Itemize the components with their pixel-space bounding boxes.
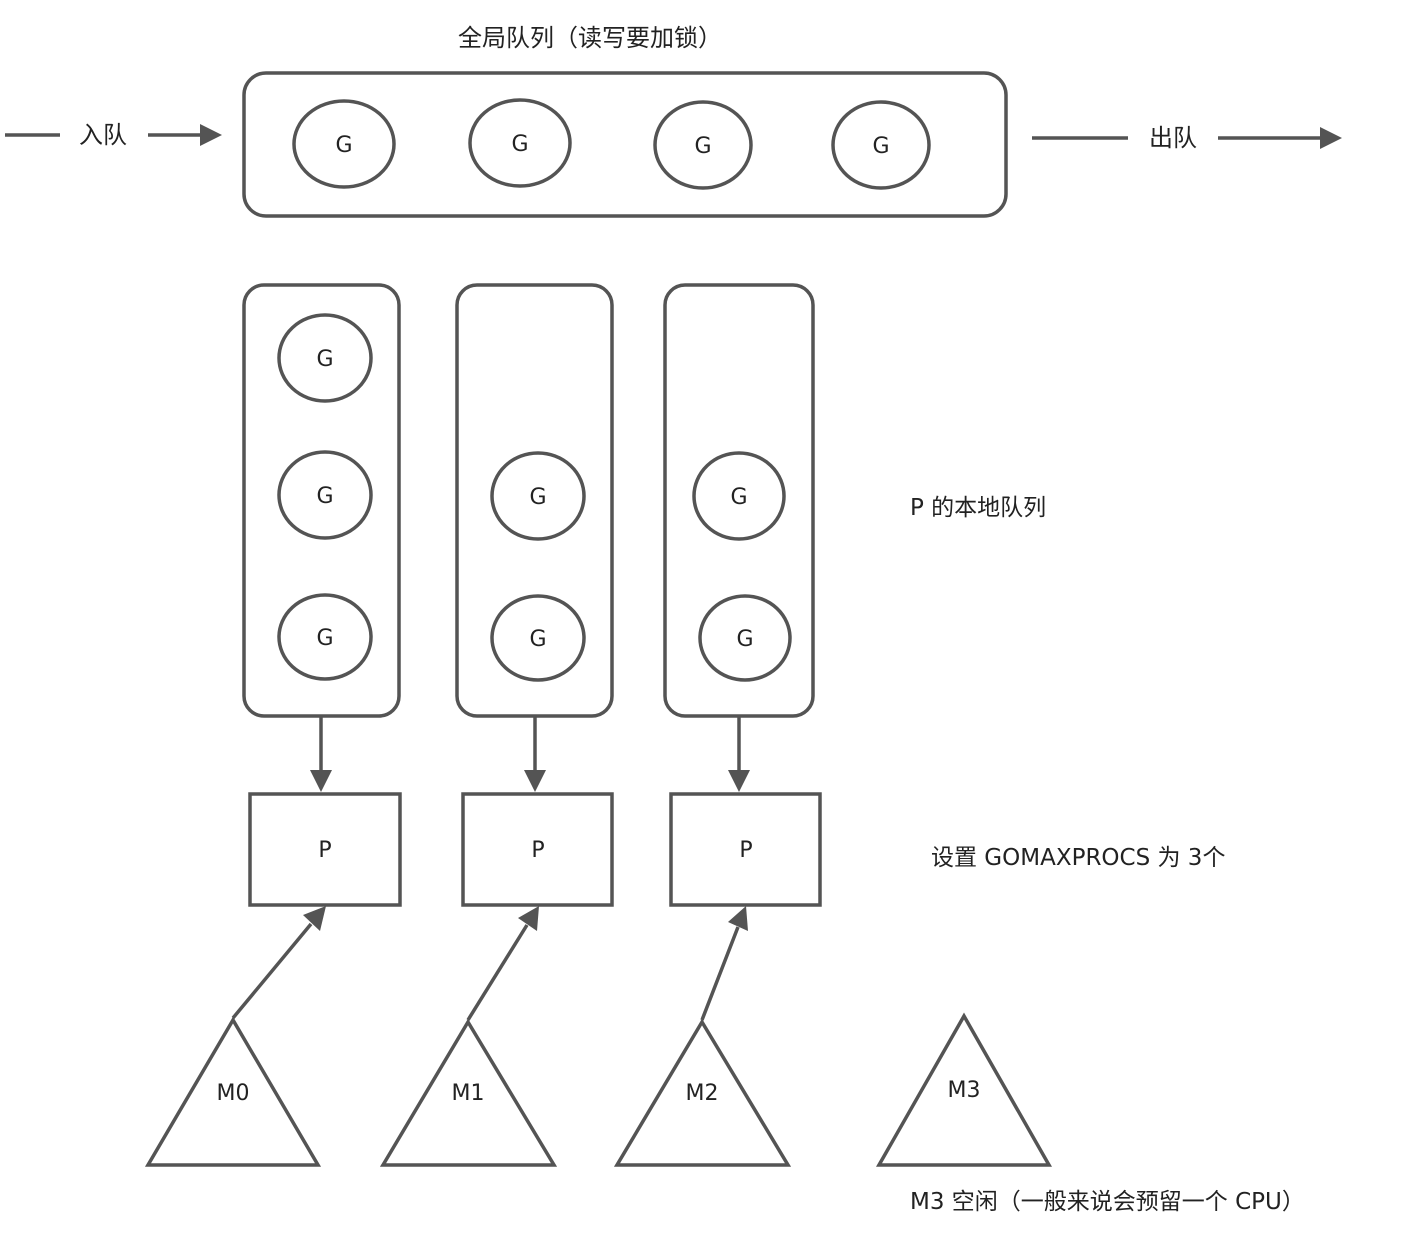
svg-text:G: G (316, 626, 333, 651)
queue-to-p-arrow (310, 716, 332, 792)
svg-text:M0: M0 (217, 1081, 250, 1106)
m-to-p-arrow (231, 906, 326, 1020)
dequeue-label: 出队 (1149, 124, 1197, 152)
global-queue-box (242, 71, 1008, 218)
machine-triangle: M0 (144, 1016, 322, 1167)
svg-text:G: G (316, 484, 333, 509)
local-goroutine: G (277, 313, 373, 403)
svg-text:M1: M1 (452, 1081, 485, 1106)
svg-text:M3: M3 (948, 1078, 981, 1103)
m-to-p-arrow (466, 906, 539, 1021)
idle-machine-note: M3 空闲（一般来说会预留一个 CPU） (910, 1189, 1305, 1215)
svg-text:G: G (730, 485, 747, 510)
machine-triangle: M2 (613, 1018, 792, 1167)
queue-to-p-arrow (728, 716, 750, 792)
local-goroutine: G (277, 450, 373, 540)
global-queue-goroutine: G (831, 100, 931, 190)
global-queue-goroutine: G (468, 98, 572, 188)
local-goroutine: G (490, 594, 586, 682)
local-goroutine: G (490, 451, 586, 541)
svg-text:G: G (694, 134, 711, 159)
svg-text:G: G (511, 132, 528, 157)
svg-text:P: P (531, 838, 544, 863)
m-to-p-arrow (700, 906, 748, 1021)
svg-text:G: G (335, 133, 352, 158)
global-queue-goroutine: G (653, 100, 753, 190)
svg-text:P: P (318, 838, 331, 863)
enqueue-arrow (5, 124, 222, 146)
dequeue-arrow (1032, 127, 1342, 149)
svg-text:M2: M2 (686, 1081, 719, 1106)
svg-text:G: G (529, 627, 546, 652)
svg-text:P: P (739, 838, 752, 863)
local-goroutine: G (692, 451, 786, 541)
svg-text:G: G (736, 627, 753, 652)
global-queue-goroutine: G (292, 99, 396, 189)
machine-triangle: M1 (379, 1018, 558, 1167)
enqueue-label: 入队 (79, 121, 127, 149)
machine-triangle-idle: M3 (875, 1012, 1053, 1167)
local-queue-p0: G G G (242, 283, 401, 718)
local-queue-p2: G G (663, 283, 815, 718)
global-queue-title: 全局队列（读写要加锁） (458, 24, 722, 52)
processor-box: P (461, 792, 614, 907)
local-queue-label: P 的本地队列 (910, 495, 1046, 521)
local-goroutine: G (277, 593, 373, 681)
svg-text:G: G (872, 134, 889, 159)
local-queue-p1: G G (455, 283, 614, 718)
svg-text:G: G (529, 485, 546, 510)
processor-box: P (248, 792, 402, 907)
local-goroutine: G (698, 594, 792, 682)
queue-to-p-arrow (524, 716, 546, 792)
svg-text:G: G (316, 347, 333, 372)
processor-box: P (669, 792, 822, 907)
gomaxprocs-label: 设置 GOMAXPROCS 为 3个 (931, 845, 1225, 871)
